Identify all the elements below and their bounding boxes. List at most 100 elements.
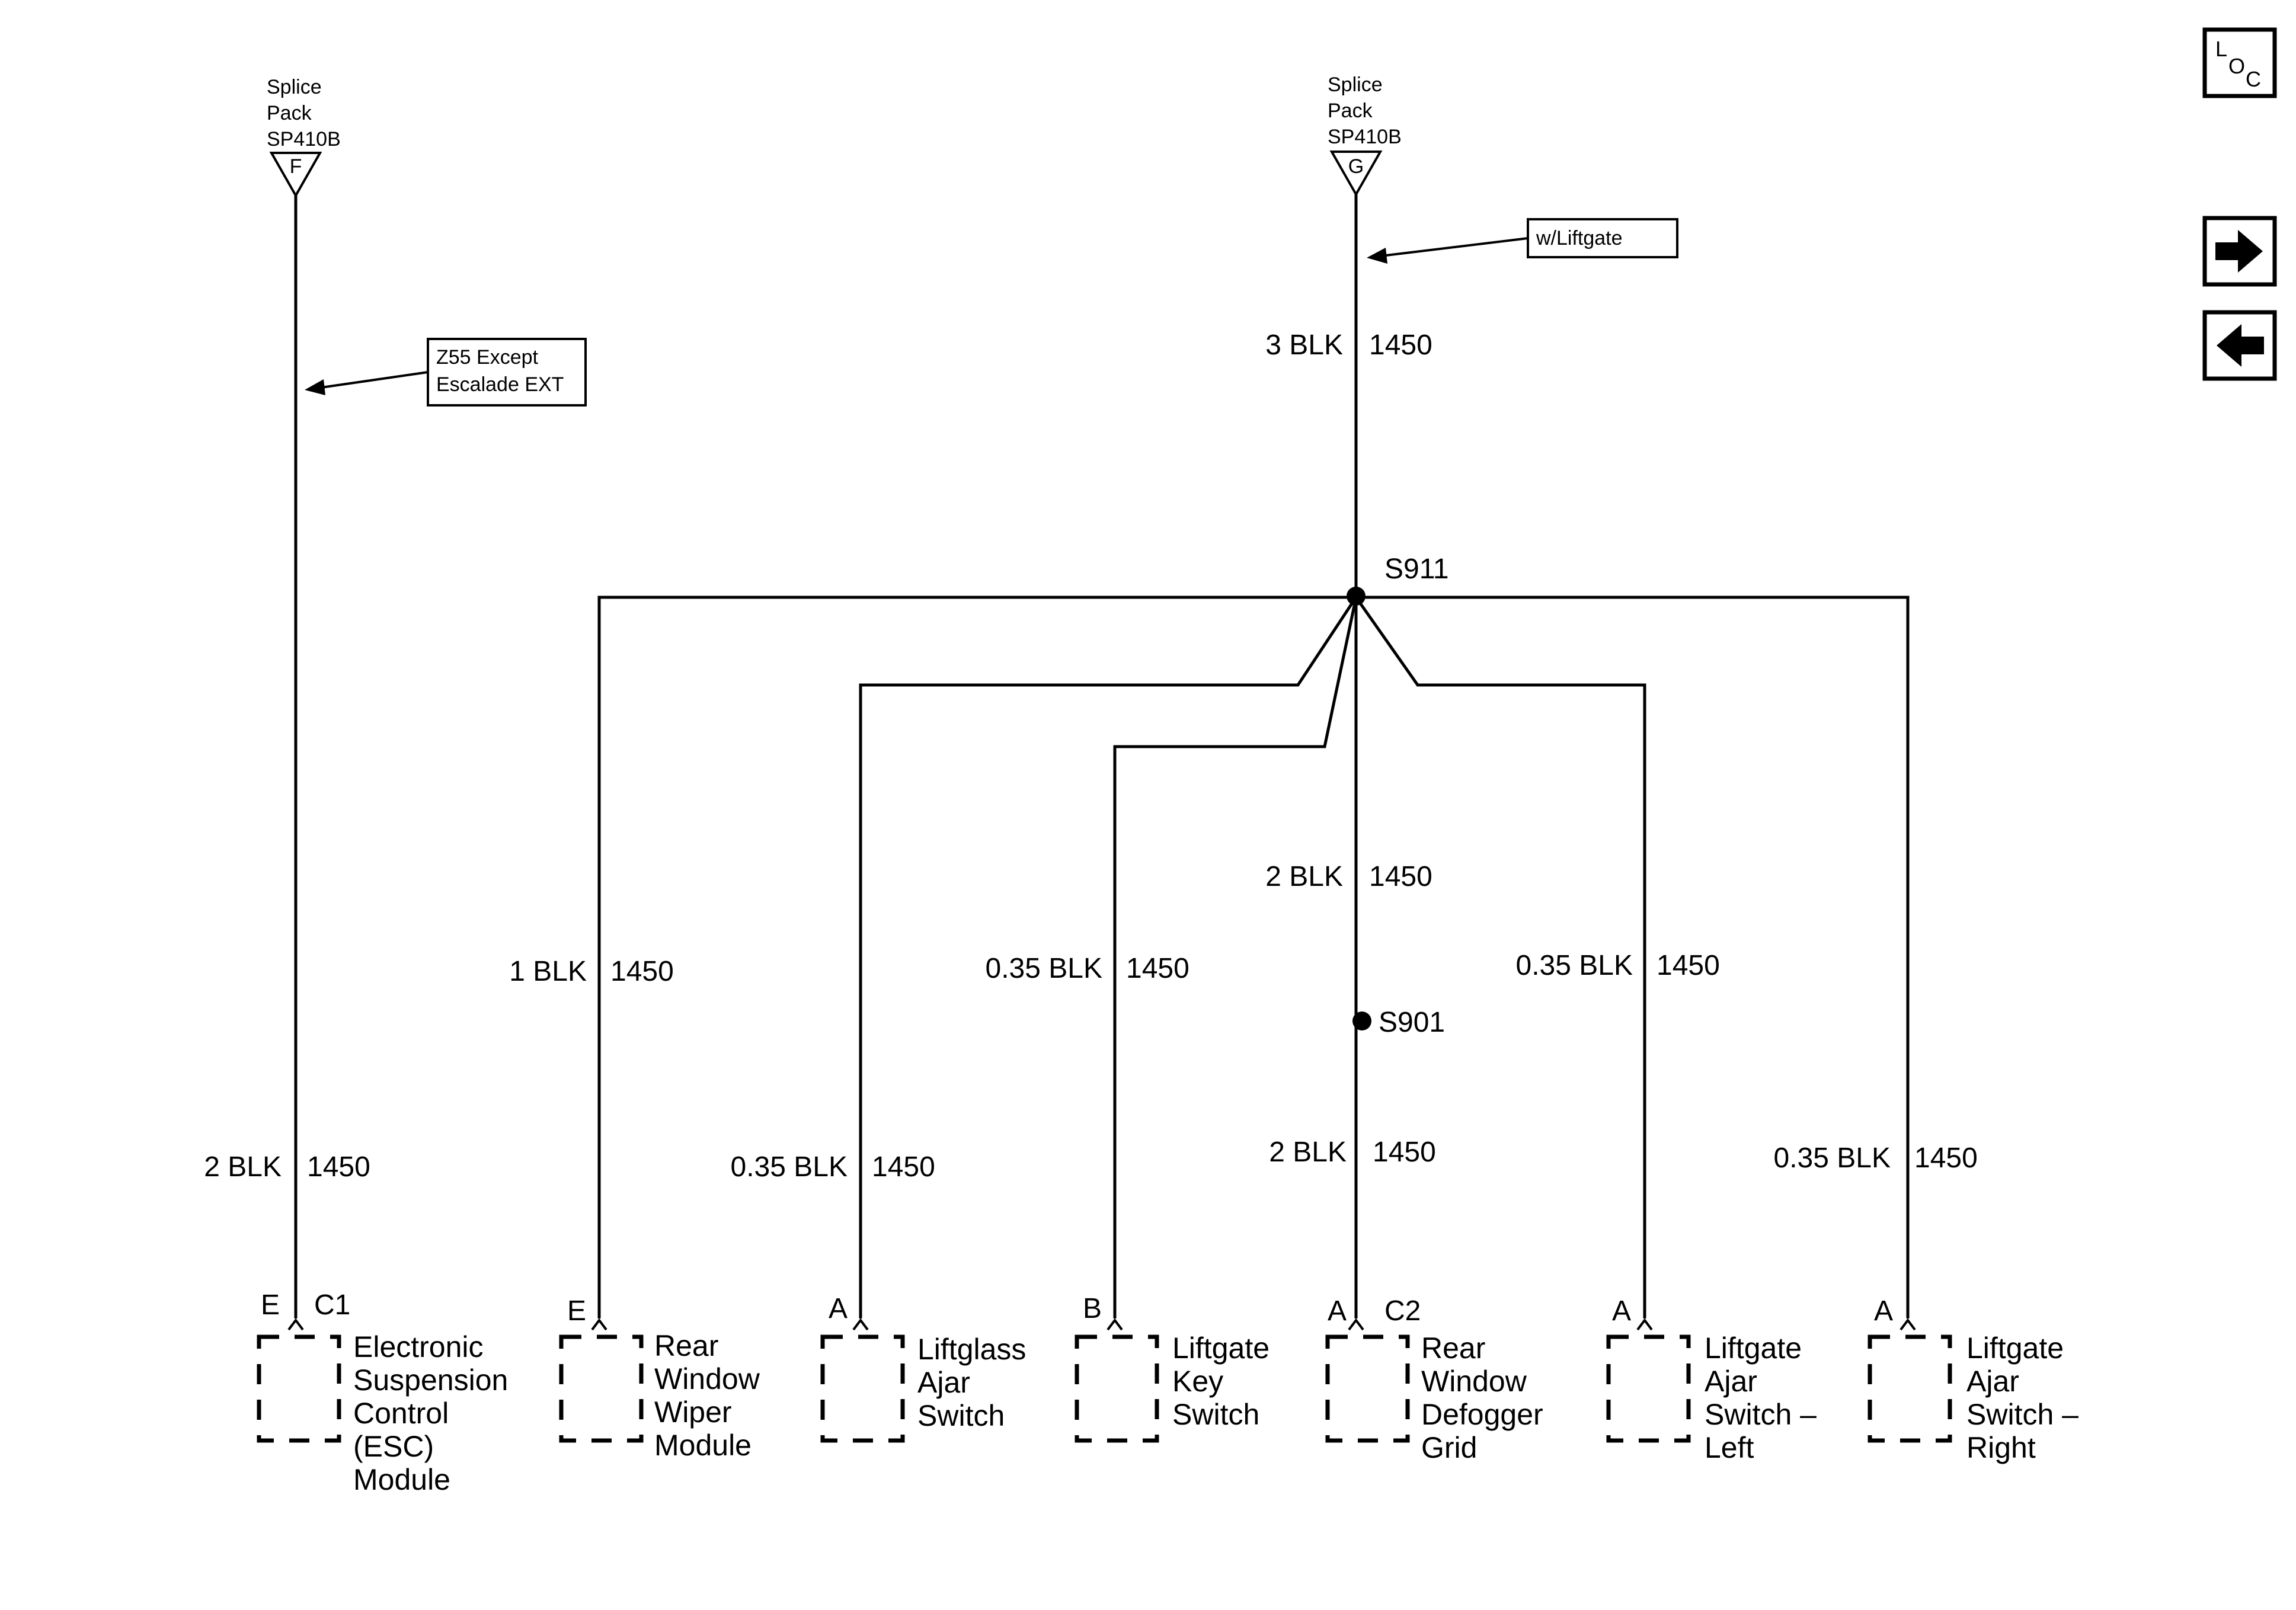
splice-g-terminal: G [1348,155,1364,178]
component-esc-module: E C1 Electronic Suspension Control (ESC)… [257,1289,508,1496]
loc-button[interactable]: L O C [2202,27,2277,98]
loc-button-frame[interactable] [2202,27,2277,98]
splice-pack-g: Splice Pack SP410B G [1328,73,1402,197]
loc-icon-l: L [2215,37,2227,61]
ajar-right-pin: A [1874,1295,1893,1327]
prev-button-frame[interactable] [2202,310,2277,381]
esc-connector: C1 [314,1289,350,1321]
splice-f-line1: Splice [267,76,322,98]
ajar-left-label-4: Left [1705,1431,1754,1464]
liftglass-wire-circuit: 1450 [872,1151,935,1183]
loc-icon-o: O [2228,54,2245,78]
z55-note-leader [316,371,428,389]
wiper-wire-circuit: 1450 [610,956,674,987]
arrow-left-icon [2217,324,2264,367]
ajar-left-label-2: Ajar [1705,1365,1757,1398]
splice-f-triangle [269,152,322,199]
splice-s911-label: S911 [1384,553,1449,585]
defogger-connector: C2 [1384,1295,1421,1327]
keyswitch-box [1075,1334,1159,1443]
defogger-box [1325,1334,1410,1443]
ajar-right-wire-circuit: 1450 [1914,1142,1978,1174]
esc-wire-circuit: 1450 [307,1151,370,1183]
defog-upper-gauge: 2 BLK [1265,861,1343,892]
ajar-right-label-4: Right [1966,1431,2036,1464]
keyswitch-label-1: Liftgate [1172,1331,1269,1365]
esc-label-2: Suspension [353,1363,508,1397]
ajar-right-box [1868,1334,1952,1443]
keyswitch-pin: B [1083,1293,1102,1324]
splice-g-line1: Splice [1328,73,1383,96]
esc-wire-gauge: 2 BLK [204,1151,282,1183]
wiper-label-3: Wiper [654,1395,732,1429]
next-page-button[interactable] [2202,216,2277,287]
defogger-label-3: Defogger [1421,1398,1543,1431]
wiper-wire-gauge: 1 BLK [509,956,587,987]
prev-page-button[interactable] [2202,310,2277,381]
ajar-left-pin: A [1612,1295,1631,1327]
keyswitch-wire-circuit: 1450 [1126,953,1189,984]
next-button-frame[interactable] [2202,216,2277,287]
esc-label-4: (ESC) [353,1430,434,1463]
splice-pack-f: Splice Pack SP410B F [267,76,341,199]
ajar-left-label-1: Liftgate [1705,1331,1802,1365]
wiper-pin: E [567,1295,586,1327]
wiper-label-2: Window [654,1362,760,1395]
ajar-right-terminal-icon [1900,1318,1916,1331]
keyswitch-wire [1113,597,1358,1318]
esc-pin: E [261,1289,280,1321]
liftglass-pin: A [829,1293,848,1324]
ajar-left-wire-gauge: 0.35 BLK [1516,950,1633,981]
wiper-label-1: Rear [654,1329,718,1362]
component-ajar-switch-left: A Liftgate Ajar Switch – Left [1606,1295,1817,1464]
ajar-left-wire [1354,596,1646,1318]
defogger-label-1: Rear [1421,1331,1485,1365]
main-wire-circuit: 1450 [1369,329,1432,361]
defogger-pin: A [1328,1295,1347,1327]
arrow-right-icon [2215,230,2263,273]
wiper-module-box [559,1334,644,1443]
esc-label-3: Control [353,1397,449,1430]
liftgate-note: w/Liftgate [1367,218,1678,264]
liftglass-label-2: Ajar [917,1366,970,1399]
esc-label-1: Electronic [353,1330,484,1363]
splice-s901-dot [1352,1012,1371,1030]
ajar-left-wire-circuit: 1450 [1657,950,1720,981]
liftgate-note-text: w/Liftgate [1536,227,1623,249]
liftglass-label-1: Liftglass [917,1333,1026,1366]
component-key-switch: B Liftgate Key Switch [1075,1293,1269,1443]
ajar-right-wire-gauge: 0.35 BLK [1774,1142,1891,1174]
defogger-label-2: Window [1421,1365,1527,1398]
splice-f-terminal: F [290,155,302,178]
liftglass-wire-gauge: 0.35 BLK [731,1151,848,1183]
ajar-left-label-3: Switch – [1705,1398,1817,1431]
esc-terminal-icon [287,1318,304,1331]
keyswitch-label-2: Key [1172,1365,1223,1398]
main-wire-gauge: 3 BLK [1265,329,1343,361]
ajar-right-label-1: Liftgate [1966,1331,2064,1365]
splice-f-line3: SP410B [267,128,341,151]
defog-upper-circuit: 1450 [1369,861,1432,892]
wiper-label-4: Module [654,1429,752,1462]
liftglass-label-3: Switch [917,1399,1005,1432]
z55-note-line1: Z55 Except [436,346,539,369]
liftgate-note-leader [1380,237,1528,257]
esc-module-box [257,1334,341,1443]
defogger-terminal-icon [1348,1318,1364,1331]
keyswitch-terminal-icon [1107,1318,1123,1331]
keyswitch-wire-gauge: 0.35 BLK [986,953,1102,984]
liftglass-wire [859,596,1358,1318]
liftgate-arrowhead-icon [1367,248,1387,264]
ajar-right-label-3: Switch – [1966,1398,2078,1431]
loc-icon-c: C [2246,67,2261,91]
defog-lower-gauge: 2 BLK [1269,1137,1347,1168]
z55-note-line2: Escalade EXT [436,373,564,396]
splice-s901-label: S901 [1379,1007,1445,1038]
splice-g-line3: SP410B [1328,126,1402,148]
wiper-terminal-icon [591,1318,607,1331]
splice-g-triangle [1329,151,1383,197]
component-ajar-switch-right: A Liftgate Ajar Switch – Right [1868,1295,2078,1464]
ajar-left-terminal-icon [1636,1318,1653,1331]
liftglass-terminal-icon [852,1318,869,1331]
